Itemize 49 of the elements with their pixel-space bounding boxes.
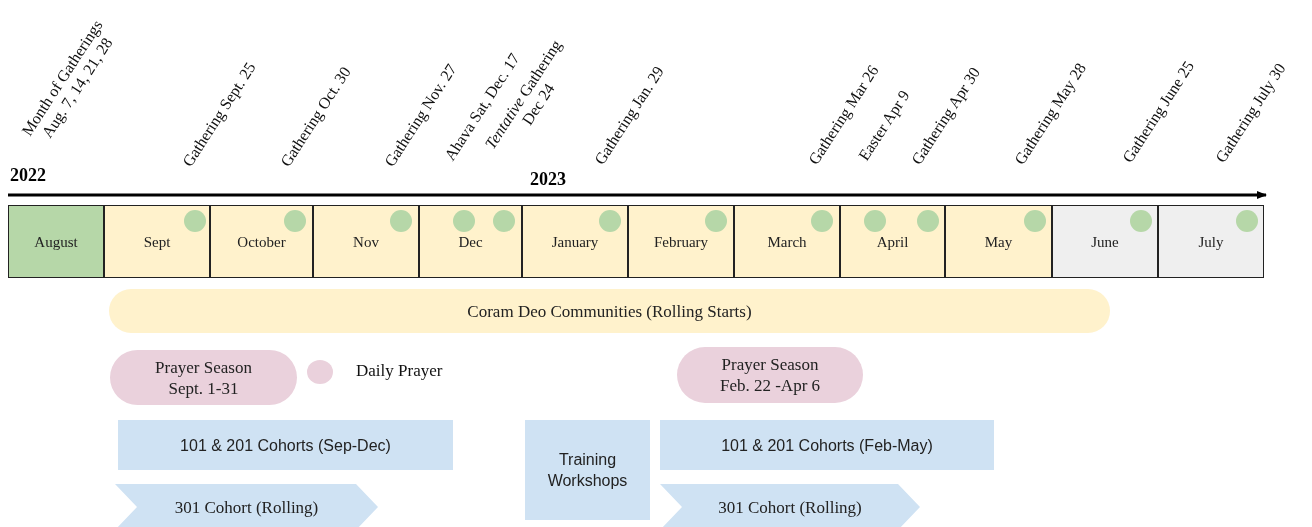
gathering-dot <box>453 210 475 232</box>
month-label: October <box>237 234 286 251</box>
month-box <box>104 205 210 278</box>
chevron-bar <box>660 484 920 527</box>
program-bar: 101 & 201 Cohorts (Feb-May) <box>660 420 994 470</box>
program-bar: Coram Deo Communities (Rolling Starts) <box>109 289 1110 333</box>
gathering-dot <box>284 210 306 232</box>
gathering-dot <box>917 210 939 232</box>
month-box <box>734 205 840 278</box>
month-box <box>840 205 945 278</box>
month-label: April <box>876 234 909 251</box>
month-label: May <box>984 234 1013 251</box>
program-bar: Prayer Season Sept. 1-31 <box>110 350 297 405</box>
program-bar: Prayer Season Feb. 22 -Apr 6 <box>677 347 863 403</box>
year-label: 2022 <box>10 165 46 186</box>
chevron-bar <box>115 484 378 527</box>
month-box <box>210 205 313 278</box>
program-bar: 101 & 201 Cohorts (Sep-Dec) <box>118 420 453 470</box>
gathering-dot <box>184 210 206 232</box>
gathering-dot <box>390 210 412 232</box>
month-label: February <box>653 234 709 251</box>
month-label: March <box>767 234 807 251</box>
gathering-dot <box>1236 210 1258 232</box>
month-box <box>1158 205 1264 278</box>
gathering-dot <box>705 210 727 232</box>
month-label: July <box>1198 234 1224 251</box>
month-label: Sept <box>143 234 171 251</box>
legend-label: Daily Prayer <box>356 361 443 381</box>
gathering-dot <box>864 210 886 232</box>
gathering-dot <box>599 210 621 232</box>
month-box <box>419 205 522 278</box>
gathering-dot <box>1024 210 1046 232</box>
program-bar: Training Workshops <box>525 420 650 520</box>
bar-label: 301 Cohort (Rolling) <box>718 496 862 518</box>
month-label: June <box>1091 234 1119 251</box>
month-label: January <box>551 234 599 251</box>
bar-label: 301 Cohort (Rolling) <box>174 496 319 518</box>
month-box <box>945 205 1052 278</box>
month-label: Nov <box>353 234 379 251</box>
month-box <box>1052 205 1158 278</box>
gathering-dot <box>493 210 515 232</box>
month-label: Dec <box>458 234 483 251</box>
year-label: 2023 <box>530 169 566 190</box>
gathering-dot <box>1130 210 1152 232</box>
month-box: August <box>8 205 104 278</box>
month-box <box>313 205 419 278</box>
month-box <box>628 205 734 278</box>
gathering-dot <box>811 210 833 232</box>
month-box <box>522 205 628 278</box>
